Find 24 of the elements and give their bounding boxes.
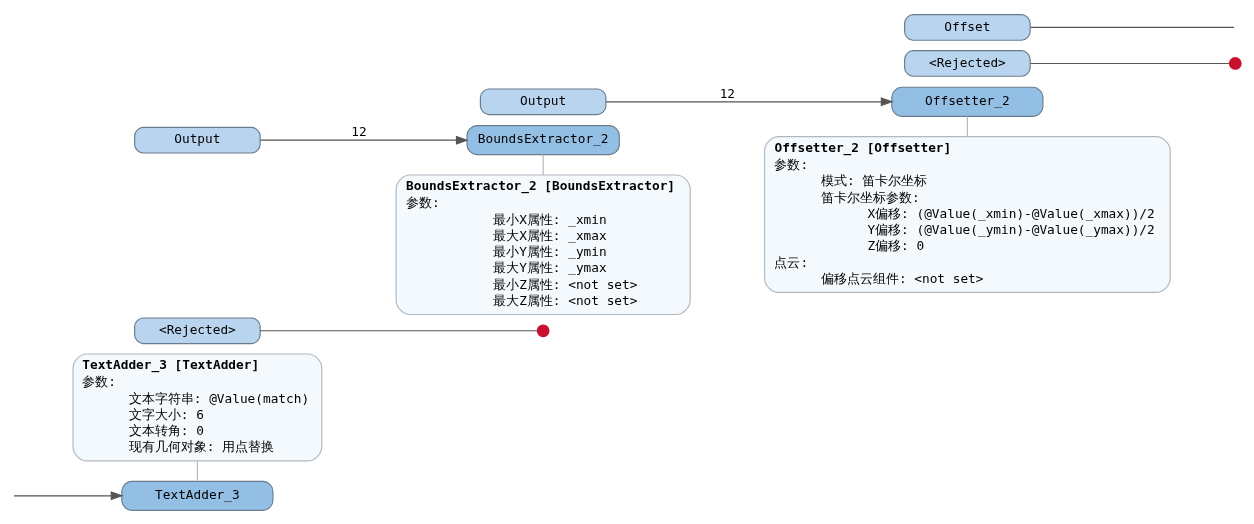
node-box: Offset	[904, 13, 1031, 41]
node-box: Output	[479, 87, 607, 115]
connector	[1029, 62, 1230, 64]
node-box: Offsetter_2	[891, 86, 1044, 117]
node-box: BoundsExtractor_2	[466, 124, 620, 155]
node-box: <Rejected>	[904, 49, 1031, 77]
arrow	[605, 96, 894, 106]
node-circle	[1228, 56, 1242, 70]
node-box: <Rejected>	[134, 316, 261, 344]
node-box: TextAdder_3	[121, 480, 274, 511]
node-circle	[536, 323, 550, 337]
edge-label: 12	[719, 85, 736, 101]
connector	[966, 115, 968, 137]
connector	[196, 460, 198, 482]
edge-label: 12	[351, 123, 367, 139]
connector	[542, 153, 544, 175]
connector	[1029, 26, 1235, 28]
node-box: TextAdder_3 [TextAdder] 参数: 文本字符串: @Value(match) 文字大小: 6 文本转角: 0 现有几何对象: 用点替换	[72, 352, 323, 462]
connector	[259, 329, 538, 331]
node-box: BoundsExtractor_2 [BoundsExtractor] 参数: 最小X属性: _xmin 最大X属性: _xmax 最小Y属性: _ymin 最大Y属性: _ymax 最小Z属性: <not set> 最大Z属性: <not set>	[395, 173, 691, 315]
node-box: Output	[134, 126, 261, 154]
arrow	[259, 135, 469, 145]
node-box: Offsetter_2 [Offsetter] 参数: 模式: 笛卡尔坐标 笛卡尔坐标参数: X偏移: (@Value(_xmin)-@Value(_xmax))/2 Y偏移: (@Value(_ymin)-@Value(_ymax))/2 Z偏移: 0 点云: 偏移点云组件: <not set>	[763, 135, 1171, 293]
arrow	[13, 490, 124, 500]
